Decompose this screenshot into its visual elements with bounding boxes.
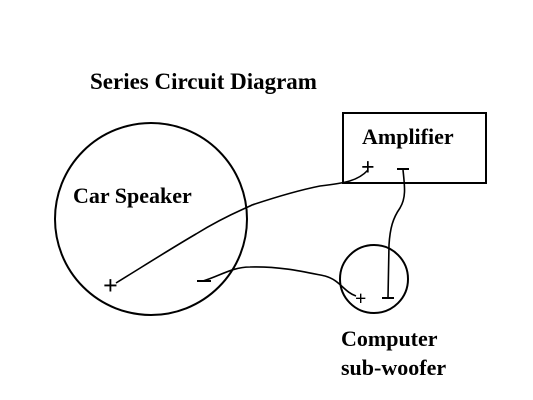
subwoofer-label-line2: sub-woofer [341,355,446,380]
wire-speaker-minus-to-sub-plus [202,266,357,297]
amplifier-plus-terminal: + [361,155,375,181]
wire-amp-minus-to-sub-minus [387,169,406,299]
subwoofer-label-line1: Computer [341,326,438,351]
car-speaker-label: Car Speaker [73,183,192,208]
amplifier-label: Amplifier [362,124,454,149]
subwoofer-circle [339,244,409,314]
diagram-title: Series Circuit Diagram [90,69,317,94]
car-speaker-plus-terminal: + [103,271,118,300]
amplifier-box [342,112,487,184]
car-speaker-circle [54,122,248,316]
wire-speaker-plus-to-amp-plus [115,169,369,284]
subwoofer-plus-terminal: + [355,288,366,310]
